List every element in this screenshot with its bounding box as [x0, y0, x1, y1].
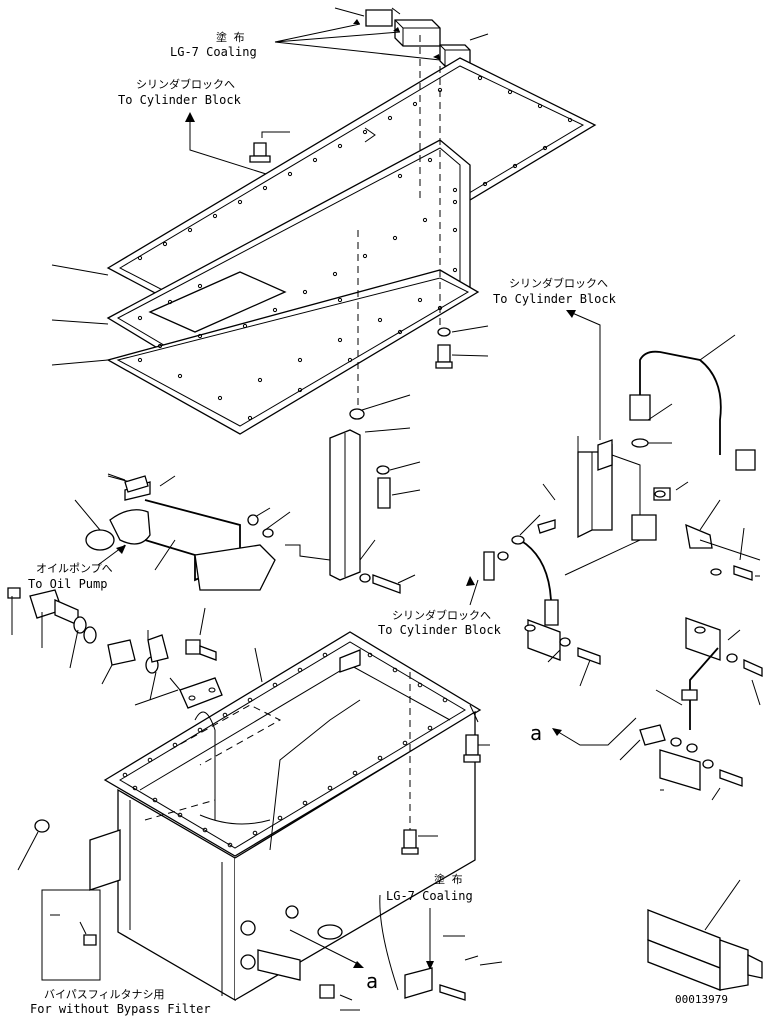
to-cylinder-block-right-en: To Cylinder Block	[493, 292, 617, 306]
to-cylinder-block-top-callout: シリンダブロックへ To Cylinder Block	[118, 77, 381, 211]
arrow-up-icon	[185, 112, 195, 122]
center-bracket	[329, 394, 421, 594]
bolt-top	[249, 131, 290, 163]
gasket-plate-lower	[106, 269, 480, 435]
oil-pan-holes	[122, 652, 448, 848]
gasket-hole-pattern	[137, 75, 573, 421]
pipe-upper-right	[483, 483, 559, 626]
arrow-icon	[552, 728, 562, 736]
flange-plate	[134, 677, 223, 709]
bypass-filter-en: For without Bypass Filter	[30, 1002, 211, 1016]
to-cylinder-block-right-jp: シリンダブロックへ	[509, 276, 608, 290]
oil-pan-leaders	[254, 647, 490, 855]
coating-top-callout: 塗 布 LG-7 Coaling	[170, 19, 441, 61]
bypass-filter-jp: バイパスフィルタナシ用	[44, 988, 165, 1001]
coating-top-jp: 塗 布	[216, 30, 245, 44]
drawing-number: 00013979	[675, 993, 728, 1006]
to-cylinder-block-right-callout: シリンダブロックへ To Cylinder Block	[493, 276, 617, 440]
to-cylinder-block-mid-callout: シリンダブロックへ To Cylinder Block	[378, 576, 502, 637]
sensor-cable	[629, 334, 756, 471]
to-cylinder-block-mid-en: To Cylinder Block	[378, 623, 502, 637]
gasket-leaders	[51, 35, 441, 410]
oil-strainer	[74, 475, 331, 591]
bracket-and-pipe-lower-right	[524, 617, 763, 730]
oil-pump-fittings	[7, 587, 217, 701]
to-cylinder-block-top-en: To Cylinder Block	[118, 93, 242, 107]
bolt-right-a	[710, 527, 760, 581]
view-ref-a-right-label: a	[530, 721, 542, 745]
view-ref-a-right: a	[530, 717, 637, 746]
bolt-strainer-top	[107, 473, 149, 493]
to-cylinder-block-top-jp: シリンダブロックへ	[136, 77, 235, 91]
coating-bottom-jp: 塗 布	[434, 872, 463, 886]
bracket-right	[564, 436, 761, 576]
drain-plugs	[17, 819, 360, 1011]
fitting-lower-right	[619, 724, 743, 801]
washer-bolt-set-a	[435, 325, 489, 369]
coating-top-en: LG-7 Coaling	[170, 45, 257, 59]
arrow-icon	[116, 545, 126, 554]
arrow-icon	[566, 310, 576, 318]
coating-bottom-en: LG-7 Coaling	[386, 889, 473, 903]
detail-view-a	[647, 879, 763, 991]
arrow-icon	[466, 576, 475, 586]
arrow-down-icon	[426, 961, 434, 970]
to-oil-pump-callout: オイルポンプへ To Oil Pump	[28, 544, 126, 591]
oil-pan	[103, 631, 482, 1002]
bypass-filter-inset: バイパスフィルタナシ用 For without Bypass Filter	[30, 889, 211, 1016]
coating-bottom-callout: 塗 布 LG-7 Coaling	[379, 872, 503, 1001]
view-ref-a-bottom: a	[289, 929, 378, 993]
to-cylinder-block-mid-jp: シリンダブロックへ	[392, 608, 491, 622]
view-ref-a-bottom-label: a	[366, 969, 378, 993]
arrow-icon	[353, 961, 364, 968]
to-oil-pump-en: To Oil Pump	[28, 577, 107, 591]
to-oil-pump-jp: オイルポンプへ	[36, 562, 113, 575]
